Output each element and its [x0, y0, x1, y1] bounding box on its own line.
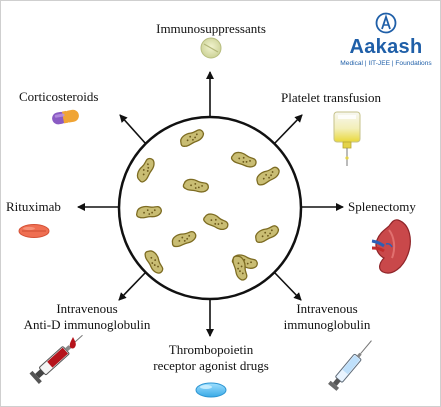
- iv-bag-icon: [333, 111, 361, 166]
- platelet: [232, 255, 248, 281]
- logo-brand: Aakash: [349, 36, 423, 58]
- arrow-group: [77, 71, 344, 337]
- label-ivig-line2: immunoglobulin: [283, 317, 371, 332]
- label-immunosuppressants: Immunosuppressants: [156, 21, 266, 36]
- oval-tablet-icon: [18, 224, 50, 238]
- platelet: [136, 157, 155, 183]
- platelet: [203, 213, 229, 230]
- arrow-up-left: [119, 114, 147, 145]
- label-iv-anti-d-line2: Anti-D immunoglobulin: [23, 317, 151, 332]
- platelet: [180, 129, 204, 147]
- aakash-emblem-icon: [375, 12, 397, 34]
- label-splenectomy: Splenectomy: [348, 199, 416, 214]
- label-corticosteroids: Corticosteroids: [19, 89, 99, 104]
- logo-tagline: Medical | IIT-JEE | Foundations: [340, 60, 432, 67]
- label-tpo-line2: receptor agonist drugs: [153, 358, 269, 373]
- label-rituximab: Rituximab: [6, 199, 61, 214]
- syringe-icon: [328, 340, 372, 391]
- capsule-icon: [52, 109, 79, 125]
- platelet: [171, 230, 197, 248]
- platelet: [144, 250, 164, 274]
- round-tablet-icon: [200, 37, 222, 59]
- arrow-up-right: [273, 114, 303, 145]
- label-platelet-transfusion: Platelet transfusion: [281, 90, 382, 105]
- platelet-group: [136, 129, 280, 281]
- platelet: [256, 166, 280, 186]
- aakash-logo: Aakash Medical | IIT-JEE | Foundations: [336, 10, 436, 76]
- label-iv-anti-d-line1: Intravenous: [56, 301, 118, 316]
- platelet: [136, 205, 162, 219]
- label-ivig-line1: Intravenous: [296, 301, 358, 316]
- arrow-down-right: [273, 271, 302, 301]
- arrow-down-left: [118, 271, 147, 301]
- platelet: [255, 225, 279, 243]
- platelet: [182, 178, 209, 193]
- spleen-icon: [371, 219, 411, 274]
- platelet: [230, 151, 257, 168]
- blood-syringe-icon: [29, 334, 83, 384]
- blue-tablet-icon: [195, 382, 227, 398]
- label-tpo-line1: Thrombopoietin: [168, 342, 254, 357]
- blood-drop-icon: [69, 337, 76, 349]
